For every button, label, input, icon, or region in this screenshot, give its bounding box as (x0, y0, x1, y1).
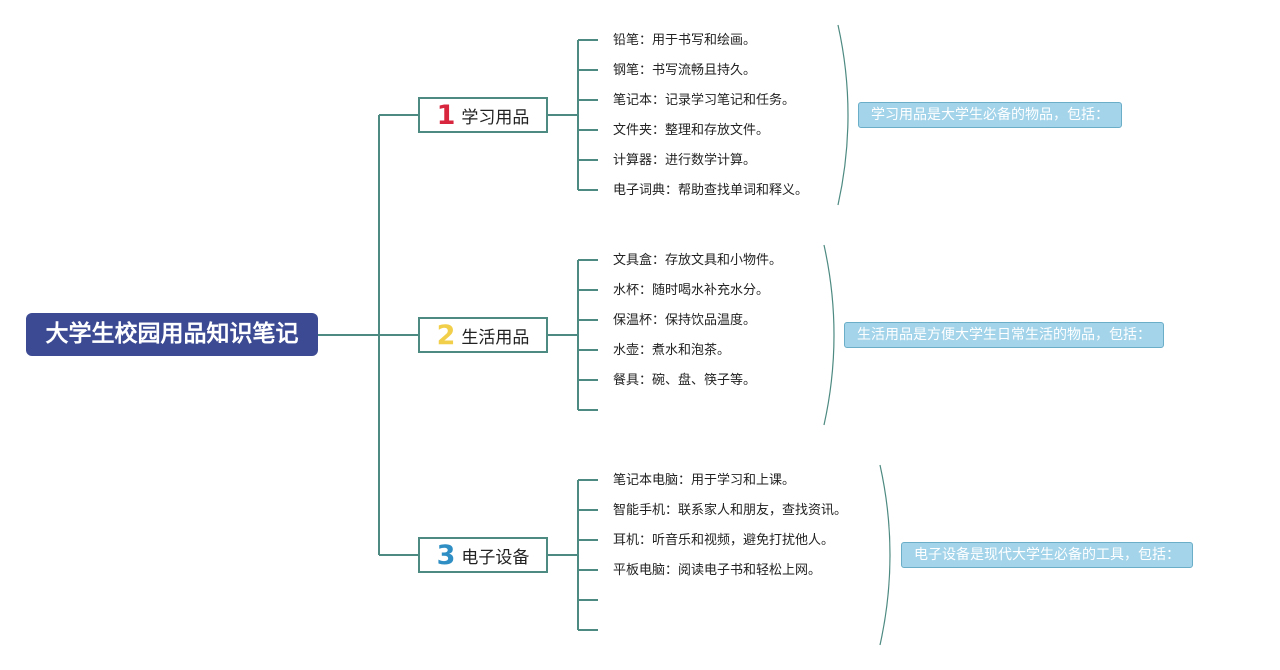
leaf-item[interactable]: 铅笔：用于书写和绘画。 (613, 33, 757, 48)
leaf-item[interactable]: 笔记本：记录学习笔记和任务。 (613, 93, 796, 108)
summary-study-supplies[interactable]: 学习用品是大学生必备的物品，包括： (858, 102, 1122, 128)
leaf-item[interactable]: 保温杯：保持饮品温度。 (613, 313, 757, 328)
leaf-item[interactable]: 水壶：煮水和泡茶。 (613, 343, 731, 358)
leaf-item[interactable]: 计算器：进行数学计算。 (613, 153, 757, 168)
leaf-item[interactable]: 笔记本电脑：用于学习和上课。 (613, 473, 796, 488)
branch-number-2: 2 (436, 319, 456, 351)
leaf-item[interactable]: 水杯：随时喝水补充水分。 (613, 283, 770, 298)
branch-label: 学习用品 (461, 107, 530, 128)
branch-number-3: 3 (436, 539, 456, 571)
branch-daily-supplies[interactable]: 2 生活用品 (418, 317, 548, 353)
branch-1-ticks (578, 39, 598, 191)
summary-bracket-1 (837, 24, 849, 206)
branch-3-ticks (578, 479, 598, 631)
branch-2-ticks (578, 259, 598, 411)
summary-bracket-3 (879, 464, 891, 646)
leaf-item[interactable]: 平板电脑：阅读电子书和轻松上网。 (613, 563, 822, 578)
leaf-item[interactable]: 餐具：碗、盘、筷子等。 (613, 373, 757, 388)
branch-label: 电子设备 (461, 547, 530, 568)
leaf-item[interactable]: 文具盒：存放文具和小物件。 (613, 253, 783, 268)
branch-electronic-devices[interactable]: 3 电子设备 (418, 537, 548, 573)
leaf-item[interactable]: 钢笔：书写流畅且持久。 (613, 63, 757, 78)
summary-electronic-devices[interactable]: 电子设备是现代大学生必备的工具，包括： (901, 542, 1193, 568)
summary-daily-supplies[interactable]: 生活用品是方便大学生日常生活的物品，包括： (844, 322, 1164, 348)
root-topic[interactable]: 大学生校园用品知识笔记 (26, 313, 318, 356)
summary-bracket-2 (823, 244, 835, 426)
leaf-item[interactable]: 电子词典：帮助查找单词和释义。 (613, 183, 809, 198)
leaf-item[interactable]: 耳机：听音乐和视频，避免打扰他人。 (613, 533, 835, 548)
leaf-item[interactable]: 文件夹：整理和存放文件。 (613, 123, 770, 138)
branch-study-supplies[interactable]: 1 学习用品 (418, 97, 548, 133)
branch-number-1: 1 (436, 99, 456, 131)
leaf-item[interactable]: 智能手机：联系家人和朋友，查找资讯。 (613, 503, 848, 518)
branch-label: 生活用品 (461, 327, 530, 348)
